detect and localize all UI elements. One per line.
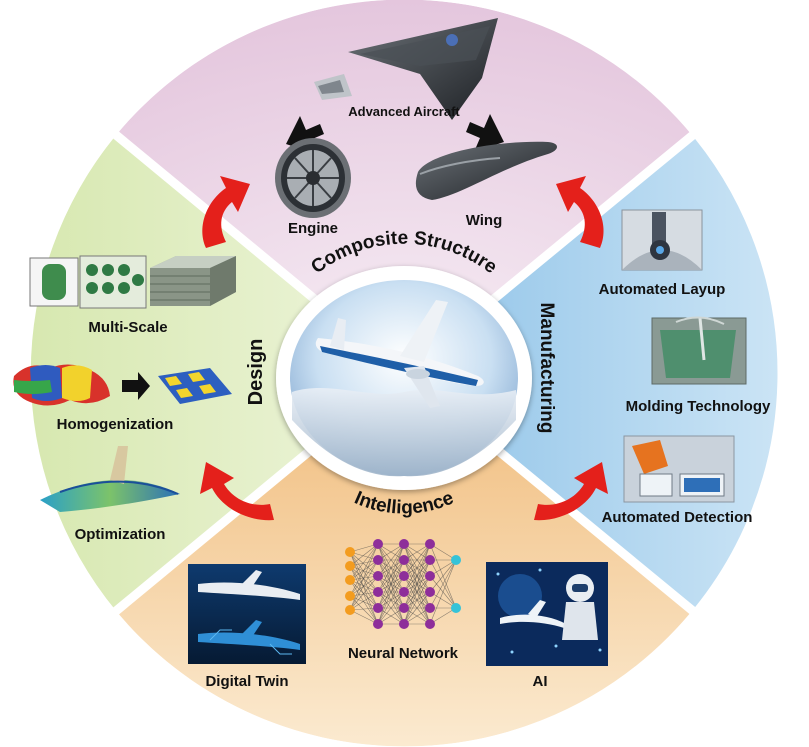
- label-automated-detection: Automated Detection: [601, 509, 753, 526]
- label-molding-technology: Molding Technology: [625, 398, 771, 415]
- digital-twin-image: [188, 564, 306, 664]
- nn-node: [425, 555, 435, 565]
- nn-node: [399, 539, 409, 549]
- center-airliner: [315, 300, 484, 408]
- label-engine: Engine: [287, 220, 339, 237]
- label-neural-network: Neural Network: [347, 645, 459, 662]
- nn-node: [373, 587, 383, 597]
- nn-node: [425, 571, 435, 581]
- label-wing: Wing: [465, 212, 503, 229]
- red-arrows: [200, 176, 608, 521]
- nn-node: [399, 587, 409, 597]
- multi-scale-image: [29, 255, 236, 309]
- nn-node: [345, 561, 355, 571]
- wing-image: [415, 141, 557, 200]
- label-homogenization: Homogenization: [56, 416, 174, 433]
- arrow-homogenization-icon: [122, 372, 150, 400]
- arrow-intelligence-to-design: [200, 462, 274, 521]
- nn-node: [373, 539, 383, 549]
- nn-node: [425, 539, 435, 549]
- nn-node: [373, 603, 383, 613]
- arrow-design-to-structure: [202, 176, 250, 248]
- neural-network-image: [345, 539, 461, 629]
- center-hub: [276, 266, 532, 490]
- label-multi-scale: Multi-Scale: [88, 319, 168, 336]
- nn-node: [345, 547, 355, 557]
- sector-title-design: Design: [245, 339, 267, 406]
- nn-node: [425, 619, 435, 629]
- nn-node: [373, 555, 383, 565]
- homogenization-image: [13, 364, 232, 406]
- advanced-aircraft-image: [314, 18, 498, 120]
- nn-node: [373, 619, 383, 629]
- arrow-manufacturing-to-structure: [556, 176, 604, 248]
- automated-layup-image: [621, 209, 703, 271]
- optimization-image: [40, 446, 180, 512]
- nn-node: [425, 587, 435, 597]
- molding-technology-image: [651, 316, 747, 385]
- nn-node: [451, 555, 461, 565]
- nn-node: [451, 603, 461, 613]
- sector-title-manufacturing: Manufacturing: [536, 303, 557, 434]
- nn-node: [425, 603, 435, 613]
- nn-node: [399, 571, 409, 581]
- label-advanced-aircraft: Advanced Aircraft: [348, 104, 460, 119]
- arrow-intelligence-to-manufacturing: [534, 462, 608, 521]
- label-optimization: Optimization: [74, 526, 166, 543]
- nn-node: [399, 555, 409, 565]
- automated-detection-image: [623, 435, 735, 503]
- nn-node: [345, 605, 355, 615]
- nn-node: [399, 603, 409, 613]
- label-digital-twin: Digital Twin: [205, 673, 289, 690]
- nn-node: [345, 575, 355, 585]
- nn-node: [399, 619, 409, 629]
- arrow-wing-to-aircraft: [466, 114, 504, 152]
- nn-node: [373, 571, 383, 581]
- label-ai: AI: [532, 673, 548, 690]
- engine-image: [275, 138, 351, 218]
- sector-composite-structure: [116, 0, 693, 373]
- nn-node: [345, 591, 355, 601]
- ai-image: [486, 562, 608, 666]
- label-automated-layup: Automated Layup: [598, 281, 726, 298]
